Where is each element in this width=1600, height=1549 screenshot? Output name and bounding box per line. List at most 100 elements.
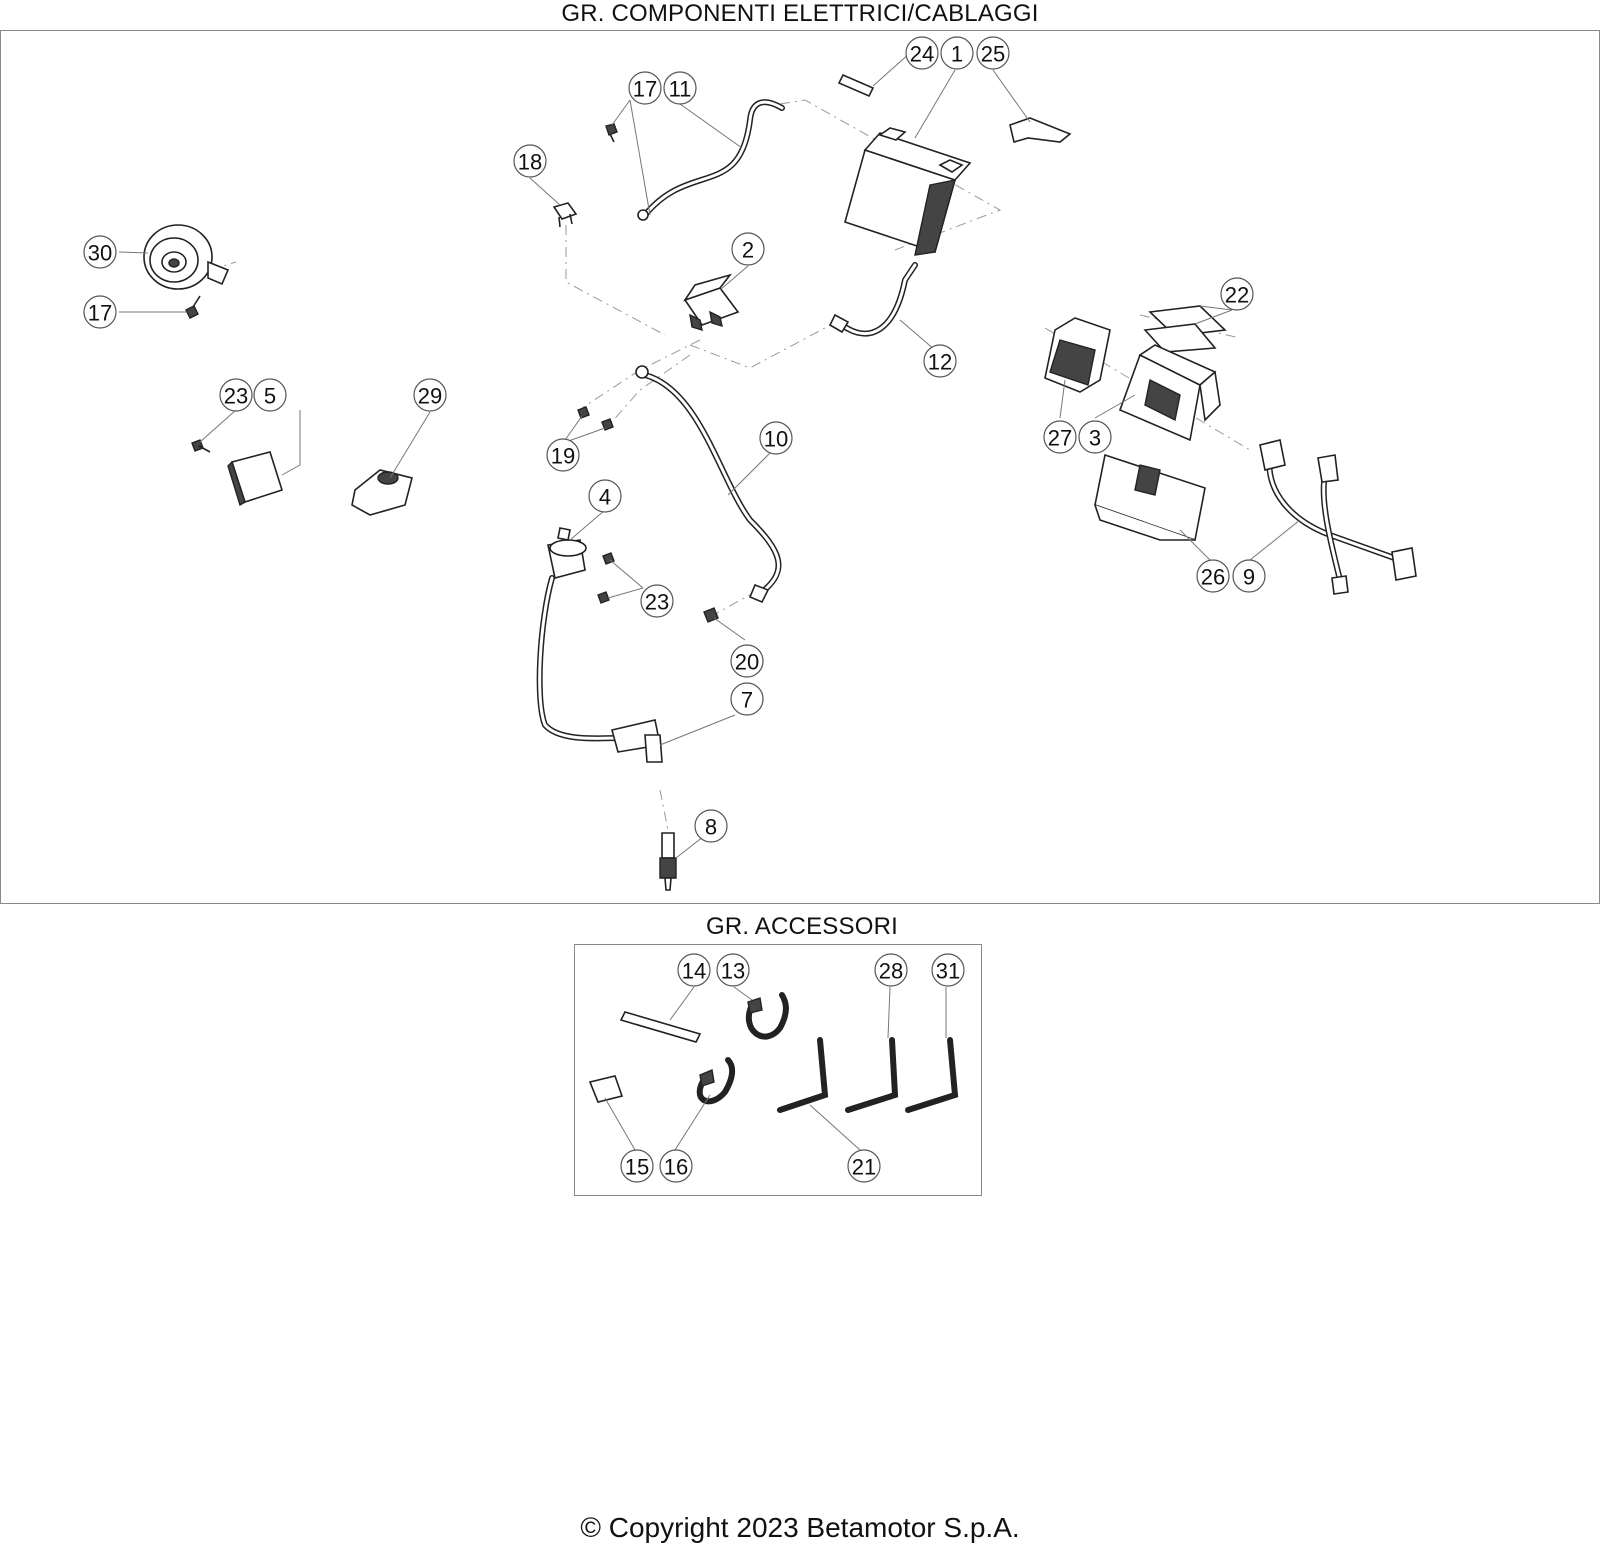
relay-part bbox=[683, 273, 740, 332]
callout-23: 23 bbox=[219, 378, 253, 412]
callout-19: 19 bbox=[546, 438, 580, 472]
ground-cable-part bbox=[828, 262, 918, 337]
callout-24: 24 bbox=[905, 36, 939, 70]
rubber-pad-part bbox=[1143, 305, 1227, 353]
svg-text:23: 23 bbox=[645, 590, 669, 615]
svg-text:24: 24 bbox=[910, 42, 934, 67]
callout-21: 21 bbox=[847, 1149, 881, 1183]
main-section-title: GR. COMPONENTI ELETTRICI/CABLAGGI bbox=[561, 0, 1039, 27]
callout-7: 7 bbox=[730, 682, 764, 716]
svg-text:17: 17 bbox=[633, 77, 657, 102]
svg-text:1: 1 bbox=[951, 42, 963, 67]
callout-22: 22 bbox=[1220, 277, 1254, 311]
svg-text:26: 26 bbox=[1201, 565, 1225, 590]
pin-part bbox=[837, 73, 875, 98]
callout-25: 25 bbox=[976, 36, 1010, 70]
callout-3: 3 bbox=[1078, 420, 1112, 454]
accessories-section-title: GR. ACCESSORI bbox=[706, 913, 898, 940]
callout-10: 10 bbox=[759, 421, 793, 455]
callout-13: 13 bbox=[716, 953, 750, 987]
svg-text:2: 2 bbox=[742, 238, 754, 263]
callout-16: 16 bbox=[659, 1149, 693, 1183]
callout-11: 11 bbox=[663, 71, 697, 105]
svg-text:9: 9 bbox=[1243, 565, 1255, 590]
strap-part-13 bbox=[745, 992, 789, 1040]
wiring-harness-part bbox=[1259, 439, 1417, 595]
leader-lines bbox=[118, 52, 1301, 1151]
svg-text:30: 30 bbox=[88, 241, 112, 266]
svg-text:17: 17 bbox=[88, 301, 112, 326]
callout-23: 23 bbox=[640, 584, 674, 618]
screw-part-23a bbox=[191, 439, 211, 453]
screws-part-19 bbox=[577, 406, 614, 431]
straps-part-21 bbox=[777, 1037, 959, 1113]
svg-text:25: 25 bbox=[981, 42, 1005, 67]
callout-17: 17 bbox=[628, 71, 662, 105]
accessories-section-frame bbox=[574, 944, 982, 1196]
svg-text:7: 7 bbox=[741, 688, 753, 713]
main-cable-part bbox=[635, 365, 782, 604]
screw-part-17b bbox=[185, 295, 201, 319]
copyright-notice: © Copyright 2023 Betamotor S.p.A. bbox=[580, 1512, 1020, 1543]
strap-part-16 bbox=[696, 1057, 736, 1105]
ignition-coil-part bbox=[536, 527, 623, 742]
cover-part bbox=[1044, 317, 1111, 393]
switch-part bbox=[351, 469, 413, 516]
svg-text:21: 21 bbox=[852, 1155, 876, 1180]
battery-part bbox=[844, 127, 972, 256]
fuse-part bbox=[552, 202, 578, 228]
svg-text:10: 10 bbox=[764, 427, 788, 452]
svg-text:15: 15 bbox=[625, 1155, 649, 1180]
bracket-part bbox=[1094, 453, 1206, 542]
battery-cable-part bbox=[637, 99, 785, 221]
svg-text:29: 29 bbox=[418, 384, 442, 409]
terminal-cap-part bbox=[1009, 117, 1072, 143]
screw-part-17a bbox=[605, 123, 618, 143]
svg-text:5: 5 bbox=[264, 384, 276, 409]
svg-text:20: 20 bbox=[735, 650, 759, 675]
callout-26: 26 bbox=[1196, 559, 1230, 593]
svg-text:14: 14 bbox=[682, 959, 706, 984]
callout-18: 18 bbox=[513, 144, 547, 178]
svg-text:11: 11 bbox=[669, 77, 692, 102]
callout-2: 2 bbox=[731, 232, 765, 266]
screws-part-23b bbox=[597, 552, 615, 604]
horn-part bbox=[143, 224, 230, 290]
svg-text:22: 22 bbox=[1225, 283, 1249, 308]
svg-text:28: 28 bbox=[879, 959, 903, 984]
cable-tie-part-14 bbox=[619, 1011, 702, 1043]
callout-15: 15 bbox=[620, 1149, 654, 1183]
svg-text:13: 13 bbox=[721, 959, 745, 984]
callout-30: 30 bbox=[83, 235, 117, 269]
callout-17: 17 bbox=[83, 295, 117, 329]
assembly-guide-lines bbox=[209, 99, 1251, 831]
callout-27: 27 bbox=[1043, 420, 1077, 454]
svg-text:4: 4 bbox=[599, 485, 611, 510]
callout-1: 1 bbox=[940, 36, 974, 70]
callout-12: 12 bbox=[923, 344, 957, 378]
callout-20: 20 bbox=[730, 644, 764, 678]
clip-part-15 bbox=[588, 1075, 624, 1103]
spark-plug-cap-part bbox=[611, 719, 663, 763]
callout-5: 5 bbox=[253, 378, 287, 412]
callout-28: 28 bbox=[874, 953, 908, 987]
svg-text:18: 18 bbox=[518, 150, 542, 175]
svg-text:23: 23 bbox=[224, 384, 248, 409]
svg-text:31: 31 bbox=[936, 959, 960, 984]
control-unit-part bbox=[1118, 344, 1221, 442]
callout-9: 9 bbox=[1232, 559, 1266, 593]
callout-14: 14 bbox=[677, 953, 711, 987]
spark-plug-part bbox=[659, 832, 677, 891]
callout-31: 31 bbox=[931, 953, 965, 987]
svg-text:12: 12 bbox=[928, 350, 952, 375]
callout-8: 8 bbox=[694, 809, 728, 843]
callout-4: 4 bbox=[588, 479, 622, 513]
svg-text:19: 19 bbox=[551, 444, 575, 469]
callout-29: 29 bbox=[413, 378, 447, 412]
svg-text:3: 3 bbox=[1089, 426, 1101, 451]
svg-text:16: 16 bbox=[664, 1155, 688, 1180]
svg-text:27: 27 bbox=[1048, 426, 1072, 451]
voltage-regulator-part bbox=[227, 451, 284, 507]
svg-text:8: 8 bbox=[705, 815, 717, 840]
